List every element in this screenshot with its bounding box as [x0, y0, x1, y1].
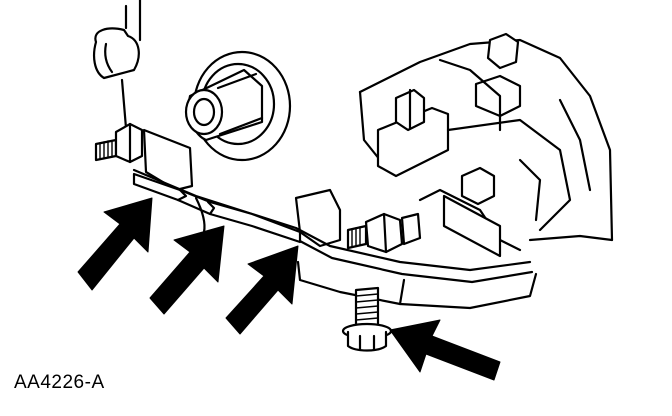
arrow-2: [149, 225, 225, 315]
crankshaft-pulley: [184, 50, 292, 162]
left-bracket: [142, 128, 194, 192]
arrow-3: [225, 245, 299, 335]
oil-pan-bolt: [341, 286, 393, 352]
right-bracket: [294, 188, 422, 254]
mount-assembly: [358, 32, 614, 258]
figure-id-label: AA4226-A: [14, 372, 105, 393]
arrow-1: [77, 197, 153, 291]
arrow-4: [389, 319, 501, 381]
engine-block-cap: [93, 0, 142, 80]
oil-pan-gasket: [132, 172, 302, 244]
left-stud: [94, 122, 144, 164]
